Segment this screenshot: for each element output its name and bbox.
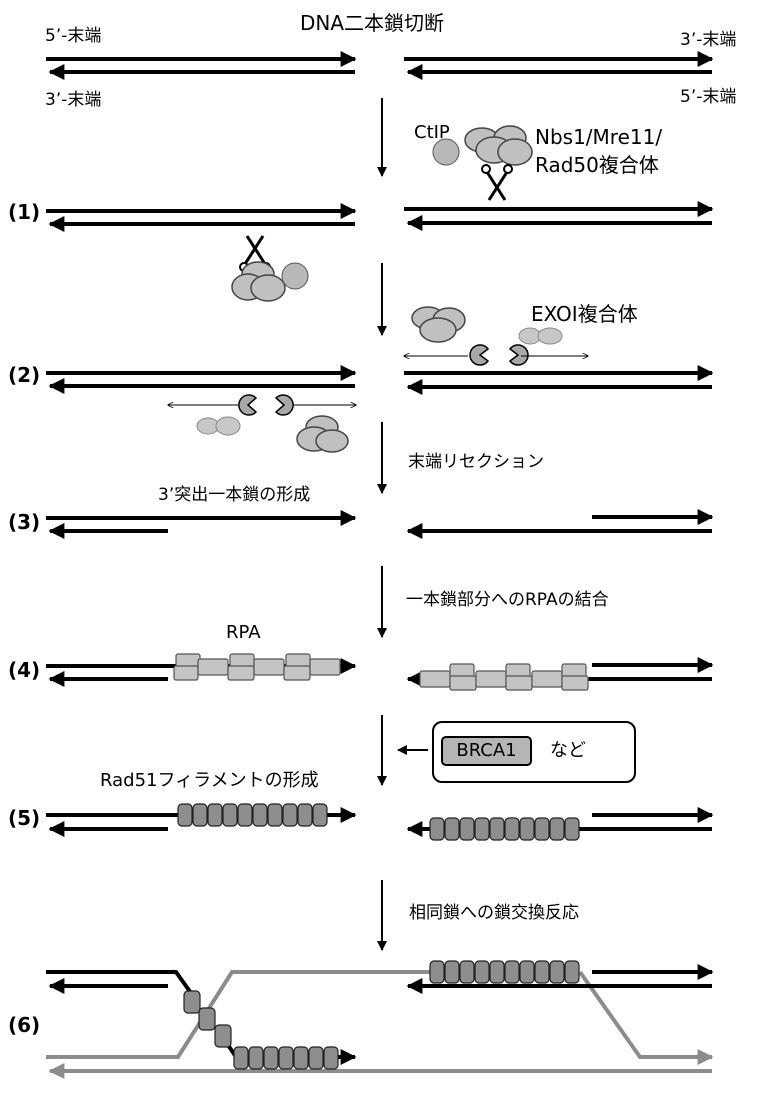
rad51-segment [534,960,550,984]
end-label-left-bottom: 3’-末端 [45,90,102,110]
rad51-segment [429,960,445,984]
rad51-segment [519,817,535,841]
rad51-segment [474,960,490,984]
exonuclease-pacman [238,394,294,416]
rad51-segment [459,960,475,984]
dna-top-left [46,51,357,80]
rpa-proteins-left [173,653,341,681]
rad51-segment [263,1046,279,1070]
dna-step1-left [46,203,357,232]
rad51-segment [282,803,298,827]
rpa-proteins-right [419,663,589,691]
brca-suffix: など [550,740,586,761]
mrn-complex [411,306,466,343]
rad51-segment [549,960,565,984]
diagram-title: DNA二本鎖切断 [300,11,445,35]
end-label-right-bottom: 5’-末端 [680,87,737,107]
mrn-label-line1: Nbs1/Mre11/ [535,125,663,149]
strand-exchange-label: 相同鎖への鎖交換反応 [409,903,579,923]
exo-label: EXOI複合体 [531,302,638,326]
rad51-segment [429,817,445,841]
dna-step3-left [46,510,357,539]
rad51-segment [252,803,268,827]
rad51-segment [564,960,580,984]
end-label-left-top: 5’-末端 [45,26,102,46]
process-arrows [377,98,428,951]
rad51-segment [308,1046,324,1070]
rpa-binding-label: 一本鎖部分へのRPAの結合 [406,590,609,610]
dna-top-right [404,51,714,80]
step-label-2: (2) [8,363,41,387]
dna-step2-left [46,365,357,394]
dna-step6-right [406,964,714,994]
rad51-segment [248,1046,264,1070]
rad51-segment [444,817,460,841]
dna-step3-right [406,509,714,539]
mrn-complex [296,415,349,453]
rad51-segment [323,1046,339,1070]
ctip-label: CtIP [414,122,450,143]
ctip-protein [281,262,309,290]
resection-label: 末端リセクション [408,452,544,472]
rad51-segment [192,803,208,827]
rad51-segment [504,817,520,841]
rad51-filament-top [429,960,580,984]
rad51-segment [534,817,550,841]
rad51-segment [504,960,520,984]
mrn-complex [231,261,286,302]
rad51-filament-bottom [233,1046,339,1070]
rad51-filament-left [177,803,328,827]
rad51-segment [519,960,535,984]
rad51-segment [297,803,313,827]
mrn-label-line2: Rad50複合体 [535,153,659,177]
brca1-protein: BRCA1 [441,736,532,766]
dna-step2-right [404,365,714,395]
rad51-segment [293,1046,309,1070]
rpa-label: RPA [226,622,261,643]
step-label-4: (4) [8,658,41,682]
rad51-segment [489,817,505,841]
rad51-segment [233,1046,249,1070]
rad51-segment [207,803,223,827]
step-label-3: (3) [8,510,41,534]
scissors-icon [481,164,513,201]
rad51-filament-crossing [183,990,232,1048]
rad51-segment [564,817,580,841]
ss-formation-label: 3’突出一本鎖の形成 [158,485,311,505]
rad51-segment [278,1046,294,1070]
dna-step1-right [404,201,714,231]
step-label-5: (5) [8,806,41,830]
rad51-segment [267,803,283,827]
rad51-segment [549,817,565,841]
rad51-label: Rad51フィラメントの形成 [100,770,319,791]
rad51-segment [489,960,505,984]
rad51-segment [177,803,193,827]
rad51-filament-right [429,817,580,841]
rad51-segment [222,803,238,827]
rad51-segment [312,803,328,827]
step-label-6: (6) [8,1013,41,1037]
rad51-segment [474,817,490,841]
rad51-segment [444,960,460,984]
exonuclease-pacman [469,344,529,366]
exo-complex [518,327,563,345]
end-label-right-top: 3’-末端 [680,30,737,50]
mrn-complex [464,125,533,166]
step-label-1: (1) [8,200,41,224]
rad51-segment [237,803,253,827]
exo-complex [196,416,241,436]
rad51-segment [459,817,475,841]
ctip-protein [432,138,460,166]
